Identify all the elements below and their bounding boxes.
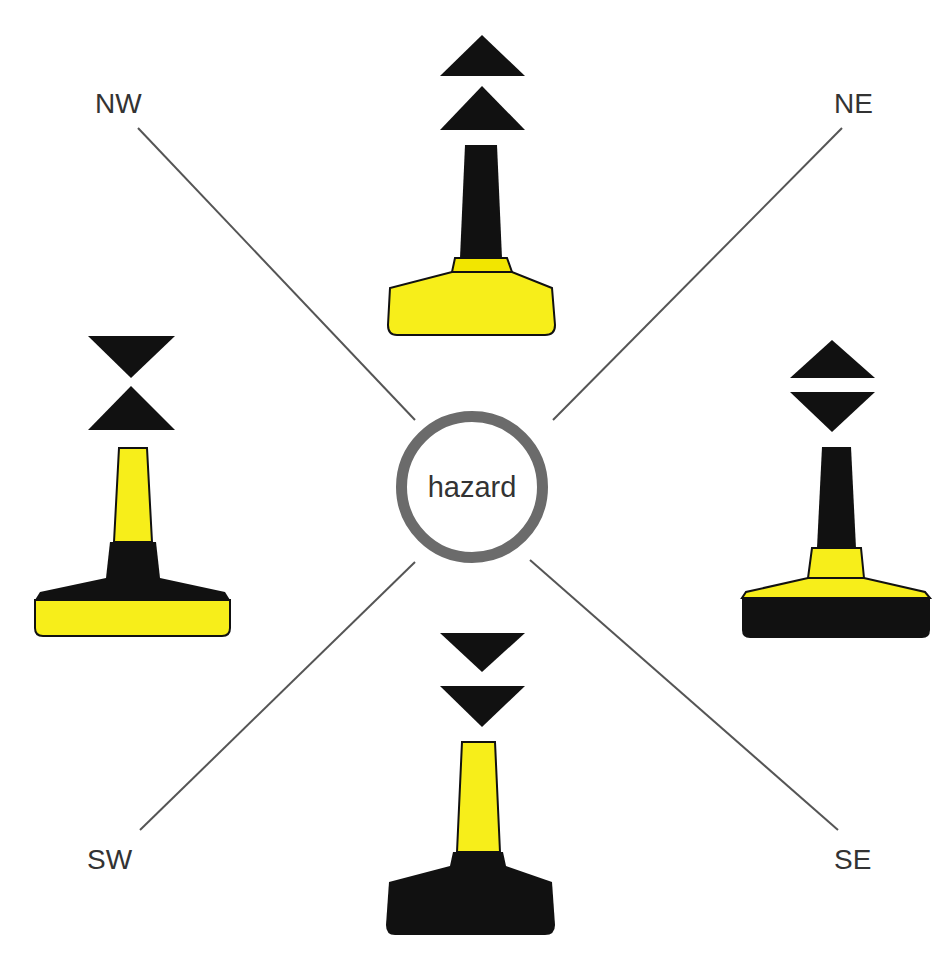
north-cardinal-buoy [388, 35, 555, 335]
compass-label: SW [87, 844, 132, 876]
bearing-line [138, 128, 415, 420]
south-cardinal-buoy [386, 633, 555, 935]
bearing-lines [138, 128, 842, 830]
compass-label: NW [95, 88, 142, 120]
west-cardinal-buoy [35, 336, 230, 636]
hazard-label: hazard [428, 471, 517, 504]
compass-label: SE [834, 844, 871, 876]
hazard-circle: hazard [396, 411, 548, 563]
compass-label: NE [834, 88, 873, 120]
east-cardinal-buoy [742, 340, 930, 638]
